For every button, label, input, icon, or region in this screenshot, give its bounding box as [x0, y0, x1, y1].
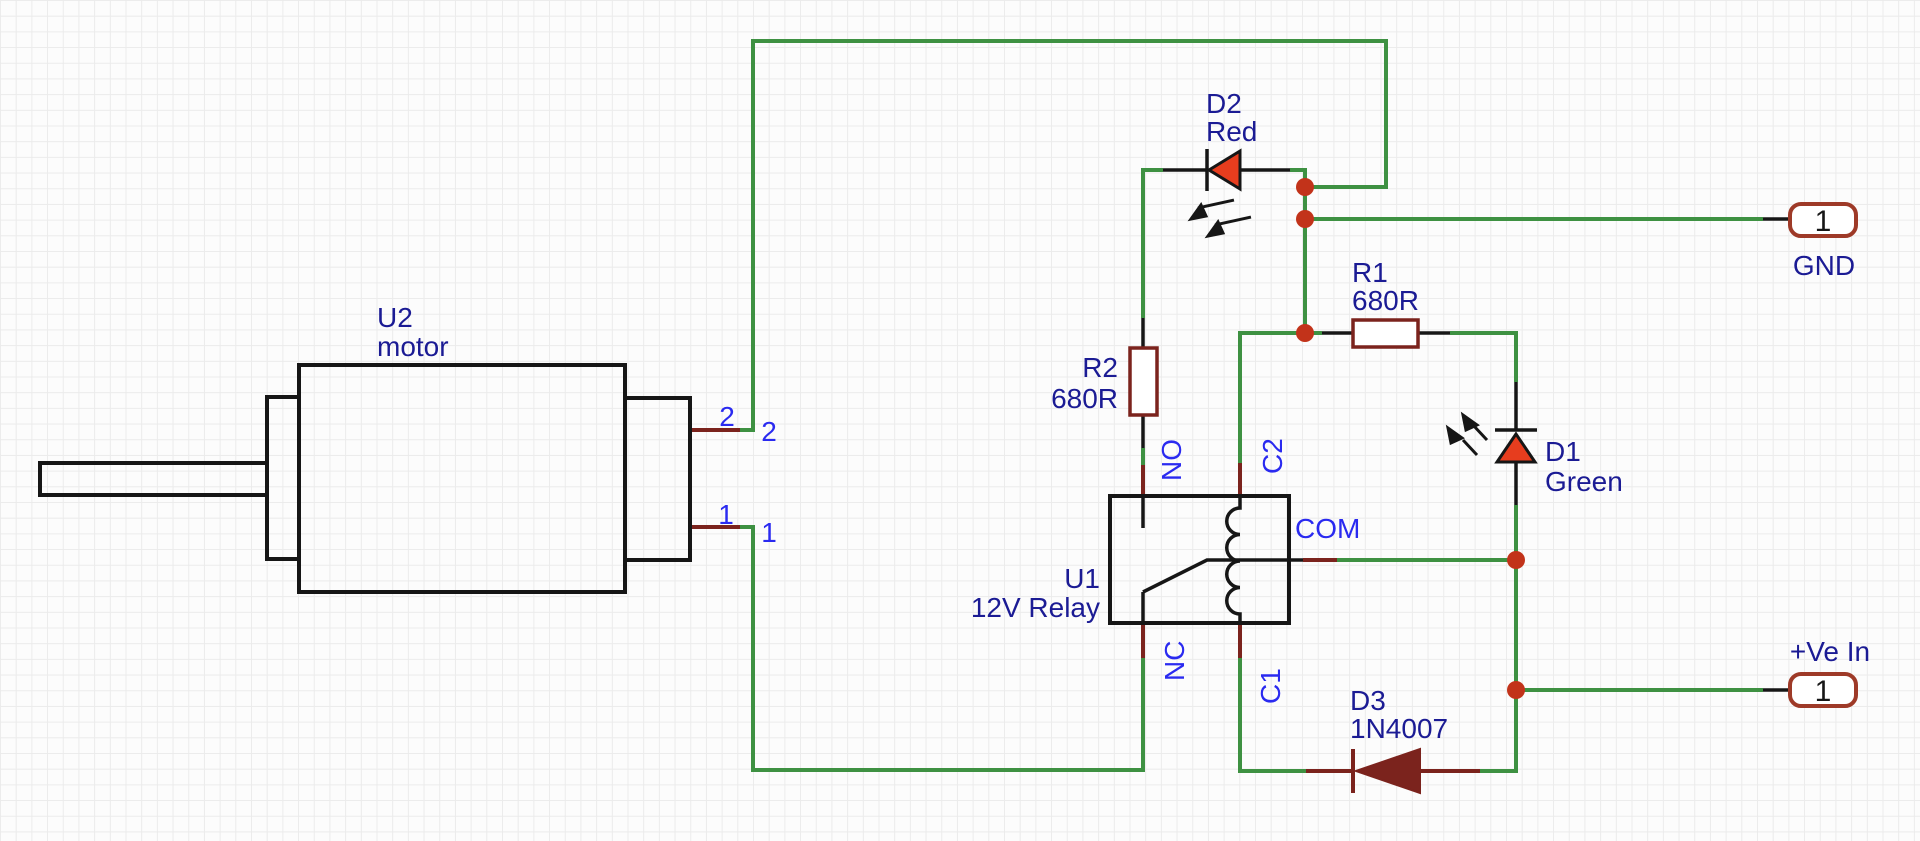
gnd-port-number: 1 — [1815, 205, 1832, 238]
motor-pin1-number: 1 — [718, 499, 734, 530]
relay-pin-label-nc: NC — [1159, 641, 1190, 681]
motor-pin2-net-label[interactable]: 2 — [761, 416, 777, 447]
resistor-r1-body[interactable] — [1351, 318, 1420, 349]
wire-c1-to-d3[interactable] — [1238, 658, 1306, 773]
relay-pin-label-c2: C2 — [1257, 438, 1288, 474]
d2-emission-arrows — [1187, 198, 1252, 239]
d2-triangle[interactable] — [1206, 148, 1242, 192]
component-pins — [690, 428, 1480, 773]
motor-body[interactable] — [297, 363, 627, 594]
motor-symbol[interactable] — [38, 363, 692, 594]
relay-pin-label-com: COM — [1295, 513, 1360, 544]
junction-dots — [1296, 178, 1525, 699]
d1-emission-arrows — [1445, 411, 1489, 457]
relay-armature — [1142, 558, 1289, 594]
gnd-port-outline[interactable] — [1788, 202, 1858, 238]
ve-in-port-label[interactable]: +Ve In — [1790, 636, 1870, 667]
wires — [740, 39, 1763, 773]
d2-ref-label[interactable]: D2 — [1206, 88, 1242, 119]
motor-flange[interactable] — [265, 395, 301, 561]
wire-r1-to-d1[interactable] — [1450, 331, 1518, 382]
port-gnd[interactable]: 1 GND — [1788, 202, 1858, 281]
ve-in-port-outline[interactable] — [1788, 672, 1858, 708]
d2-value-label[interactable]: Red — [1206, 116, 1257, 147]
port-ve-in[interactable]: 1 +Ve In — [1788, 636, 1870, 708]
relay-symbol[interactable] — [1108, 494, 1291, 625]
junction-dot — [1296, 210, 1314, 228]
motor-pin2-number: 2 — [719, 401, 735, 432]
resistors — [1128, 318, 1420, 417]
wire-d1-down[interactable] — [1480, 505, 1518, 773]
led-d1-symbol[interactable] — [1445, 411, 1538, 464]
diode-d3-symbol[interactable] — [1351, 747, 1421, 795]
relay-pin-label-no: NO — [1156, 439, 1187, 481]
wire-motor2-top-loop[interactable] — [740, 39, 1388, 432]
relay-coil — [1225, 496, 1242, 623]
black-pin-stubs — [1141, 168, 1790, 692]
r1-value-label[interactable]: 680R — [1352, 285, 1419, 316]
d3-value-label[interactable]: 1N4007 — [1350, 713, 1448, 744]
ve-in-port-number: 1 — [1815, 675, 1832, 708]
relay-pin-label-c1: C1 — [1255, 668, 1286, 704]
d3-ref-label[interactable]: D3 — [1350, 685, 1386, 716]
led-d2-symbol[interactable] — [1187, 148, 1252, 239]
d1-triangle[interactable] — [1494, 431, 1538, 464]
wire-d2-anode-to-bus[interactable] — [1290, 168, 1307, 333]
junction-dot — [1507, 681, 1525, 699]
junction-dot — [1296, 324, 1314, 342]
gnd-port-label[interactable]: GND — [1793, 250, 1855, 281]
junction-dot — [1507, 551, 1525, 569]
wire-nc-to-motor1[interactable] — [740, 525, 1145, 772]
junction-dot — [1296, 178, 1314, 196]
motor-value-label[interactable]: motor — [377, 331, 449, 362]
r2-ref-label[interactable]: R2 — [1082, 352, 1118, 383]
wire-d2-cathode-to-r2[interactable] — [1141, 168, 1163, 318]
d3-triangle[interactable] — [1352, 747, 1421, 795]
resistor-r2-body[interactable] — [1128, 346, 1159, 417]
d1-value-label[interactable]: Green — [1545, 466, 1623, 497]
motor-shaft[interactable] — [38, 461, 269, 497]
relay-value-label[interactable]: 12V Relay — [971, 592, 1100, 623]
r2-value-label[interactable]: 680R — [1051, 383, 1118, 414]
relay-ref-label[interactable]: U1 — [1064, 563, 1100, 594]
motor-ref-label[interactable]: U2 — [377, 302, 413, 333]
r1-ref-label[interactable]: R1 — [1352, 257, 1388, 288]
d1-ref-label[interactable]: D1 — [1545, 436, 1581, 467]
motor-terminal-block[interactable] — [623, 396, 692, 562]
motor-pin1-net-label[interactable]: 1 — [761, 517, 777, 548]
wire-bus-to-c2[interactable] — [1238, 331, 1305, 463]
